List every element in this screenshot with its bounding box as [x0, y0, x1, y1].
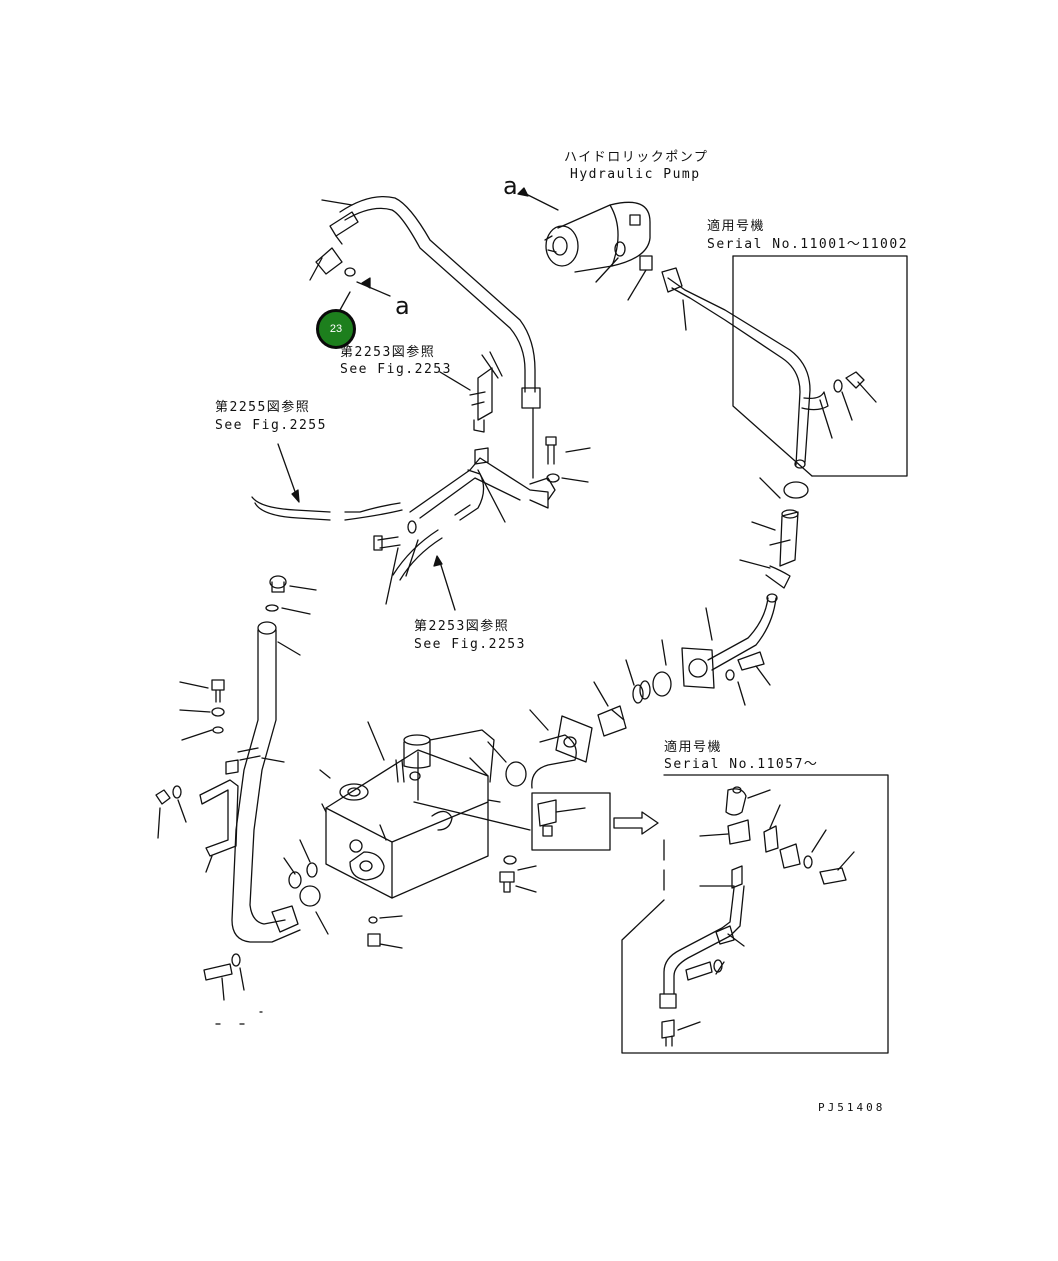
marker-a-top: a: [503, 172, 518, 200]
strainer-detail: [531, 792, 659, 851]
left-hose: [251, 496, 331, 521]
bolt-cluster-mid: [373, 520, 456, 611]
ref-2255-jp: 第2255図参照: [215, 400, 311, 415]
ref-2255-en: See Fig.2255: [215, 418, 327, 433]
hydraulic-tank: [319, 721, 531, 899]
serial-a-jp: 適用号機: [707, 219, 766, 234]
right-connector-chain: [707, 477, 809, 671]
ref-2253-top-en: See Fig.2253: [340, 362, 452, 377]
part-callout-number: 23: [329, 323, 343, 335]
ref-2253-mid-jp: 第2253図参照: [414, 619, 510, 634]
left-bracket: [155, 679, 239, 873]
serial-box-b: [621, 774, 889, 1054]
suction-chain: [487, 639, 672, 789]
ref-2253-top-jp: 第2253図参照: [340, 345, 436, 360]
small-valve: [469, 351, 503, 433]
top-pipe: [315, 195, 541, 409]
hydraulic-pump: [544, 201, 651, 273]
serial-box-a: [595, 241, 908, 477]
pump-label-jp: ハイドロリックポンプ: [564, 150, 709, 165]
left-return-pipe: [225, 575, 317, 943]
bottom-bolt: [203, 953, 263, 1025]
serial-b-en: Serial No.11057～: [664, 757, 819, 772]
pump-label-en: Hydraulic Pump: [570, 167, 701, 182]
manifold-bolts: [545, 436, 591, 483]
marker-a-left: a: [395, 292, 410, 320]
flange-right: [681, 607, 771, 706]
ref-2253-mid-en: See Fig.2253: [414, 637, 526, 652]
drawing-number: PJ51408: [818, 1101, 886, 1114]
serial-b-jp: 適用号機: [664, 740, 723, 755]
serial-a-en: Serial No.11001～11002: [707, 237, 909, 252]
part-callout-23[interactable]: 23: [316, 309, 356, 349]
